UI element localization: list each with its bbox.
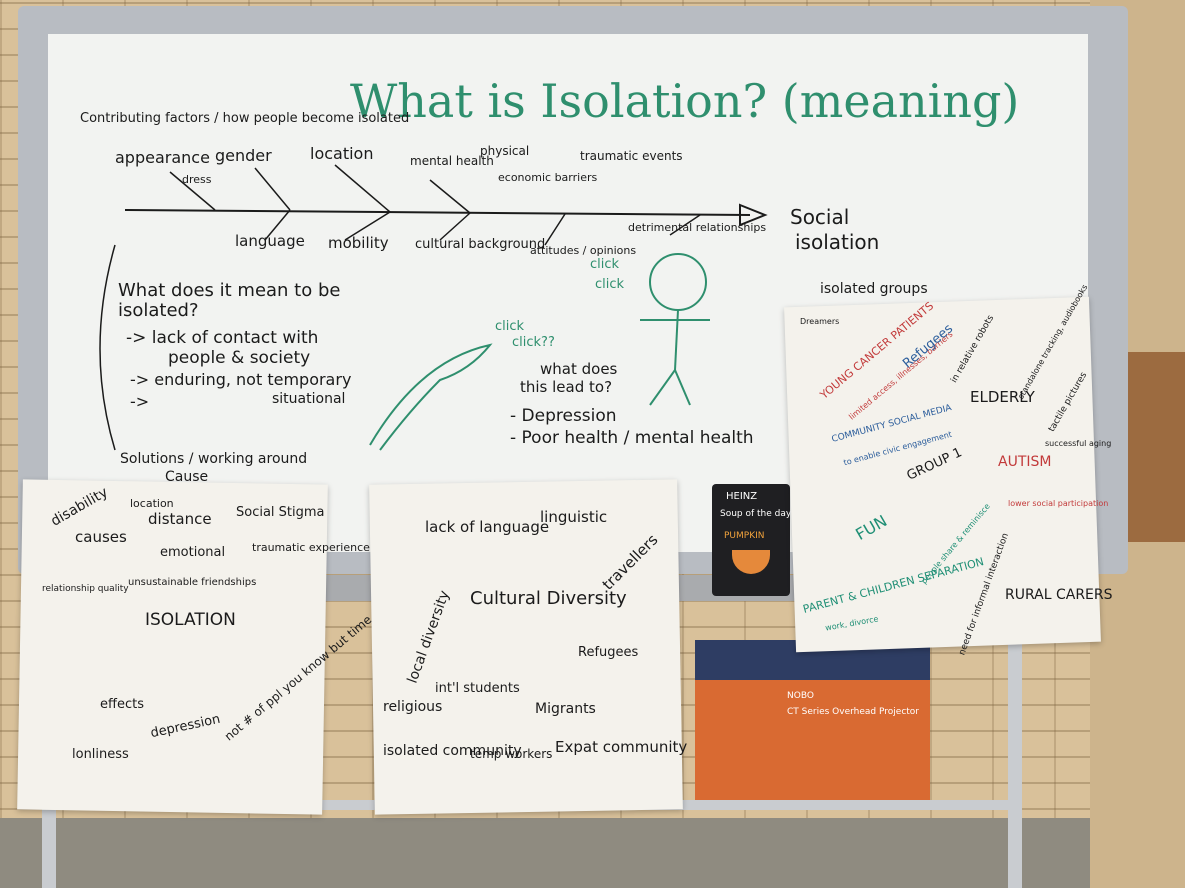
middle-sheet-religious: religious [383,699,443,715]
left-sheet-location: location [130,497,174,510]
fishbone-top-traumatic: traumatic events [580,149,683,163]
fishbone-top-location: location [310,144,374,163]
contributing-factors-label: Contributing factors / how people become… [80,111,410,126]
fishbone-top-economic: economic barriers [498,171,598,184]
solutions-line1: Solutions / working around [120,451,308,467]
solutions-line2: Cause [165,469,209,485]
soup-brand: HEINZ [726,491,758,502]
answer2-poor-health: - Poor health / mental health [510,428,754,448]
middle-sheet-refugees: Refugees [578,645,639,660]
right-sheet-lower-participation: lower social participation [1008,499,1109,508]
floor [0,818,1185,888]
right-sheet-autism: AUTISM [998,454,1052,470]
middle-sheet-migrants: Migrants [535,701,596,717]
middle-sheet-cultural-diversity: Cultural Diversity [470,588,627,609]
left-sheet-distance: distance [148,510,212,528]
middle-sheet-isolated-community: isolated community [383,743,522,759]
fishbone-top-appearance: appearance [115,148,210,167]
middle-sheet-intl-students: int'l students [435,681,520,696]
left-sheet-emotional: emotional [160,545,226,560]
fishbone-head-isolation: isolation [795,230,880,254]
left-flipchart-sheet [17,479,328,815]
question2-line2: this lead to? [520,378,613,396]
left-sheet-traumatic: traumatic experience [252,541,370,554]
projector-box-label: CT Series Overhead Projector [787,707,919,717]
answer1-line3: -> enduring, not temporary [130,370,352,389]
fishbone-bottom-attitudes: attitudes / opinions [530,244,637,257]
click-figure-1: click [590,257,620,272]
middle-sheet-temp-workers: temp workers [470,747,553,761]
soup-name: Soup of the day [720,509,792,519]
isolated-groups-label: isolated groups [820,281,928,297]
question1-line2: isolated? [118,300,199,321]
fishbone-bottom-language: language [235,232,305,250]
left-sheet-effects: effects [100,697,144,712]
middle-sheet-expat: Expat community [555,738,688,756]
left-sheet-causes: causes [75,528,127,546]
soup-packet: HEINZ Soup of the day PUMPKIN [712,484,792,596]
left-sheet-isolation: ISOLATION [145,610,236,630]
left-sheet-relationship: relationship quality [42,584,129,594]
left-sheet-unsustainable: unsustainable friendships [128,577,257,588]
click-figure-2: click [595,277,625,292]
right-sheet-successful-aging: successful aging [1045,439,1112,448]
right-sheet-elderly: ELDERLY [970,388,1035,406]
middle-sheet-linguistic: linguistic [540,508,608,526]
answer1-line1: -> lack of contact with [126,328,319,348]
click-dolphin-1: click [495,319,525,334]
middle-sheet-lack-language: lack of language [425,518,550,536]
answer2-depression: - Depression [510,406,617,426]
question2-line1: what does [540,360,618,378]
answer1-line2: people & society [168,348,311,368]
soup-bowl-icon [732,550,770,574]
fishbone-top-dress: dress [182,173,212,186]
question1-line1: What does it mean to be [118,280,341,301]
fishbone-top-mental-health: mental health [410,154,494,168]
projector-box-brand: NOBO [787,691,814,701]
soup-flavour: PUMPKIN [724,531,765,541]
fishbone-bottom-cultural: cultural background [415,237,546,252]
whiteboard-title: What is Isolation? (meaning) [350,74,1020,128]
fishbone-top-gender: gender [215,146,272,165]
fishbone-bottom-mobility: mobility [328,234,389,252]
click-dolphin-2: click?? [512,335,555,350]
fishbone-bottom-detrimental: detrimental relationships [628,221,767,234]
fishbone-head-social: Social [790,205,850,229]
left-sheet-lonliness: lonliness [72,747,129,762]
answer1-line5: -> [130,392,150,411]
answer1-line4: situational [272,391,346,407]
left-sheet-social-stigma: Social Stigma [236,505,325,520]
fishbone-top-physical: physical [480,144,530,158]
right-sheet-rural-carers: RURAL CARERS [1005,587,1113,603]
right-sheet-dreamers: Dreamers [800,317,840,326]
